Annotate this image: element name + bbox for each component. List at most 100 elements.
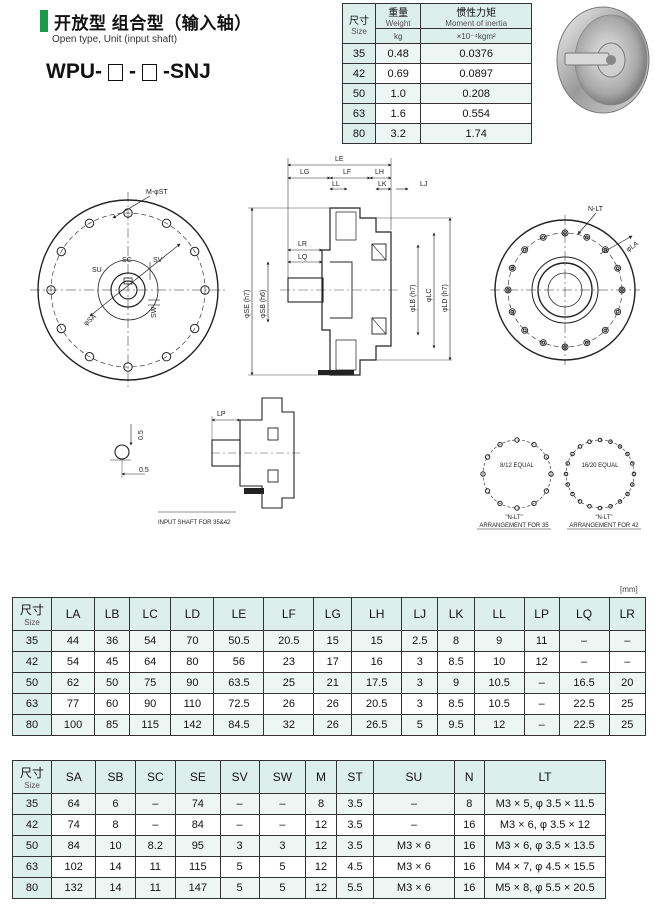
- label-ll: LL: [332, 181, 340, 188]
- bolt-hole: [625, 451, 630, 457]
- table-cell: 0.0897: [420, 63, 532, 84]
- table-cell: 110: [170, 693, 215, 715]
- table-cell: 20.5: [263, 630, 315, 652]
- unit-label: [mm]: [620, 585, 638, 594]
- pattern-42-label: 16/20 EQUAL: [581, 463, 619, 469]
- table-cell: 8.5: [437, 651, 475, 673]
- label-sc: SC: [122, 257, 132, 264]
- table-cell: 84.5: [213, 714, 265, 736]
- table-cell: 36: [94, 630, 131, 652]
- column-header: M: [305, 760, 337, 794]
- table-cell: 8: [437, 630, 475, 652]
- bolt-hole: [521, 326, 529, 334]
- technical-drawing: M-φST SC SV SU SW φSA: [30, 6, 650, 530]
- bolt-hole: [522, 328, 527, 333]
- table-cell: 12: [305, 877, 337, 899]
- bolt-hole: [630, 482, 635, 487]
- bolt-hole: [617, 499, 623, 504]
- bolt-hole: [539, 339, 547, 347]
- bolt-hole: [625, 491, 630, 497]
- label-lc: φLC: [426, 289, 433, 303]
- bolt-hole: [630, 461, 635, 466]
- table-cell: 100: [50, 714, 96, 736]
- table-cell: 12: [523, 651, 560, 673]
- hole-pattern-labels: 8/12 EQUAL 16/20 EQUAL "N-LT" ARRANGEMEN…: [479, 463, 639, 529]
- table-cell: 32: [263, 714, 315, 736]
- table-cell: 1.74: [420, 123, 532, 144]
- table-cell: 85: [94, 714, 131, 736]
- label-d05-horizontal: 0.5: [139, 467, 149, 474]
- size-header: 尺寸 Size: [12, 597, 52, 631]
- bolt-hole: [161, 218, 172, 229]
- section-view-labels: LE LG LF LH LL LK LJ LR LQ φSE (h7) φSB …: [244, 156, 449, 318]
- column-header: LE: [213, 597, 265, 631]
- table-cell: 20.5: [351, 693, 403, 715]
- bolt-hole: [584, 340, 589, 345]
- bolt-hole: [561, 229, 569, 237]
- bolt-hole: [521, 246, 529, 254]
- label-lb: φLB (h7): [410, 285, 417, 313]
- table-cell: 8: [305, 793, 337, 815]
- column-header: ST: [335, 760, 375, 794]
- bolt-hole: [608, 439, 613, 445]
- table-cell: 5: [258, 856, 307, 878]
- table-cell: 26: [263, 693, 315, 715]
- table-cell: M3 × 5, φ 3.5 × 11.5: [484, 793, 606, 815]
- label-lq: LQ: [298, 254, 308, 261]
- bolt-hole: [522, 247, 527, 252]
- size-cell: 42: [12, 651, 52, 673]
- table-cell: 84: [50, 835, 97, 857]
- bolt-hole: [484, 488, 491, 494]
- table-cell: 11: [134, 877, 177, 899]
- table-cell: 15: [351, 630, 403, 652]
- table-cell: 5: [258, 877, 307, 899]
- bolt-hole: [614, 264, 622, 272]
- table-cell: M4 × 7, φ 4.5 × 15.5: [484, 856, 606, 878]
- table-cell: –: [608, 651, 647, 673]
- column-header: SV: [219, 760, 260, 794]
- table-cell: M5 × 8, φ 5.5 × 20.5: [484, 877, 606, 899]
- bolt-hole: [601, 326, 609, 334]
- size-cell: 50: [342, 83, 376, 104]
- column-header: LQ: [558, 597, 610, 631]
- table-cell: 132: [50, 877, 97, 899]
- label-lg: LG: [300, 169, 309, 176]
- size-cell: 80: [12, 714, 52, 736]
- table-cell: 20: [608, 672, 647, 694]
- size-cell: 50: [12, 835, 52, 857]
- table-cell: 64: [50, 793, 97, 815]
- table-cell: M3 × 6: [373, 835, 455, 857]
- column-header: SA: [50, 760, 97, 794]
- bolt-hole: [497, 441, 503, 448]
- model-size-placeholder: [108, 63, 123, 81]
- table-cell: 8: [95, 814, 136, 836]
- table-cell: 63.5: [213, 672, 265, 694]
- bolt-hole: [583, 339, 591, 347]
- table-cell: 95: [175, 835, 221, 857]
- weight-inertia-table: 尺寸 Size 重量 Weight 惯性力矩 Moment of inertia…: [342, 3, 532, 144]
- rear-view: [490, 212, 640, 365]
- table-cell: 3: [401, 672, 439, 694]
- bolt-hole: [46, 285, 56, 295]
- front-view: [30, 192, 226, 388]
- table-cell: –: [134, 793, 177, 815]
- page-title: 开放型 组合型（输入轴）: [54, 14, 252, 33]
- bolt-hole: [56, 246, 66, 257]
- table-cell: –: [608, 630, 647, 652]
- bolt-hole: [514, 437, 520, 443]
- bolt-hole: [541, 340, 546, 345]
- table-cell: 25: [263, 672, 315, 694]
- table-cell: 115: [175, 856, 221, 878]
- model-ratio-placeholder: [142, 63, 157, 81]
- bolt-hole: [565, 482, 571, 487]
- arrangement-42-caption: ARRANGEMENT FOR 42: [569, 523, 639, 529]
- table-cell: 16: [351, 651, 403, 673]
- table-cell: 147: [175, 877, 221, 899]
- arrangement-35-code: "N-LT": [505, 515, 522, 521]
